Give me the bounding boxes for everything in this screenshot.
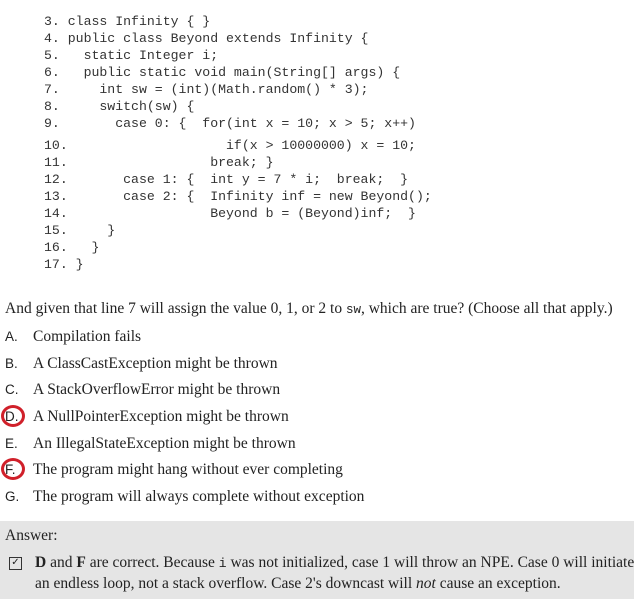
option-text: The program might hang without ever comp… (33, 461, 343, 479)
code-line: 4. public class Beyond extends Infinity … (44, 31, 369, 46)
code-line: 9. case 0: { for(int x = 10; x > 5; x++) (44, 116, 416, 131)
code-line: 12. case 1: { int y = 7 * i; break; } (44, 172, 409, 187)
answer-label: Answer: (5, 527, 58, 544)
option-letter: A. (5, 329, 18, 344)
code-line: 17. } (44, 257, 84, 272)
option-text: The program will always complete without… (33, 488, 365, 506)
code-line: 5. static Integer i; (44, 48, 219, 63)
option-letter: G. (5, 489, 20, 505)
option-b: B. A ClassCastException might be thrown (5, 353, 364, 380)
code-line: 16. } (44, 240, 100, 255)
option-e: E. An IllegalStateException might be thro… (5, 433, 364, 460)
question-text: And given that line 7 will assign the va… (5, 300, 613, 317)
option-a: A. Compilation fails (5, 326, 364, 353)
answer-explanation: D and F are correct. Because i was not i… (35, 554, 634, 592)
code-line: 14. Beyond b = (Beyond)inf; } (44, 206, 416, 221)
option-text: An IllegalStateException might be thrown (33, 434, 296, 452)
option-d: D.A NullPointerException might be thrown (1, 405, 364, 433)
option-text: Compilation fails (33, 328, 142, 345)
option-c: C. A StackOverflowError might be thrown (5, 379, 364, 406)
code-line: 3. class Infinity { } (44, 14, 211, 29)
option-text: A ClassCastException might be thrown (33, 354, 278, 372)
code-line: 8. switch(sw) { (44, 99, 195, 114)
option-f: F.The program might hang without ever co… (1, 458, 364, 486)
code-line: 11. break; } (44, 155, 274, 170)
option-letter: E. (5, 435, 18, 451)
option-letter: B. (5, 355, 18, 371)
code-line: 15. } (44, 223, 116, 238)
option-g: G. The program will always complete witho… (5, 486, 364, 513)
selected-circle-icon (1, 405, 25, 428)
code-line: 10. if(x > 10000000) x = 10; (44, 138, 416, 153)
option-text: A StackOverflowError might be thrown (33, 381, 281, 399)
code-listing: 3. class Infinity { } 4. public class Bey… (44, 13, 432, 273)
answer-box: Answer: ✓ D and F are correct. Because i… (0, 521, 634, 599)
code-line: 7. int sw = (int)(Math.random() * 3); (44, 82, 369, 97)
selected-circle-icon (1, 458, 25, 481)
option-letter: C. (5, 382, 19, 398)
checkbox-icon: ✓ (9, 557, 22, 570)
code-line: 6. public static void main(String[] args… (44, 65, 401, 80)
option-text: A NullPointerException might be thrown (33, 408, 289, 426)
code-line: 13. case 2: { Infinity inf = new Beyond(… (44, 189, 432, 204)
